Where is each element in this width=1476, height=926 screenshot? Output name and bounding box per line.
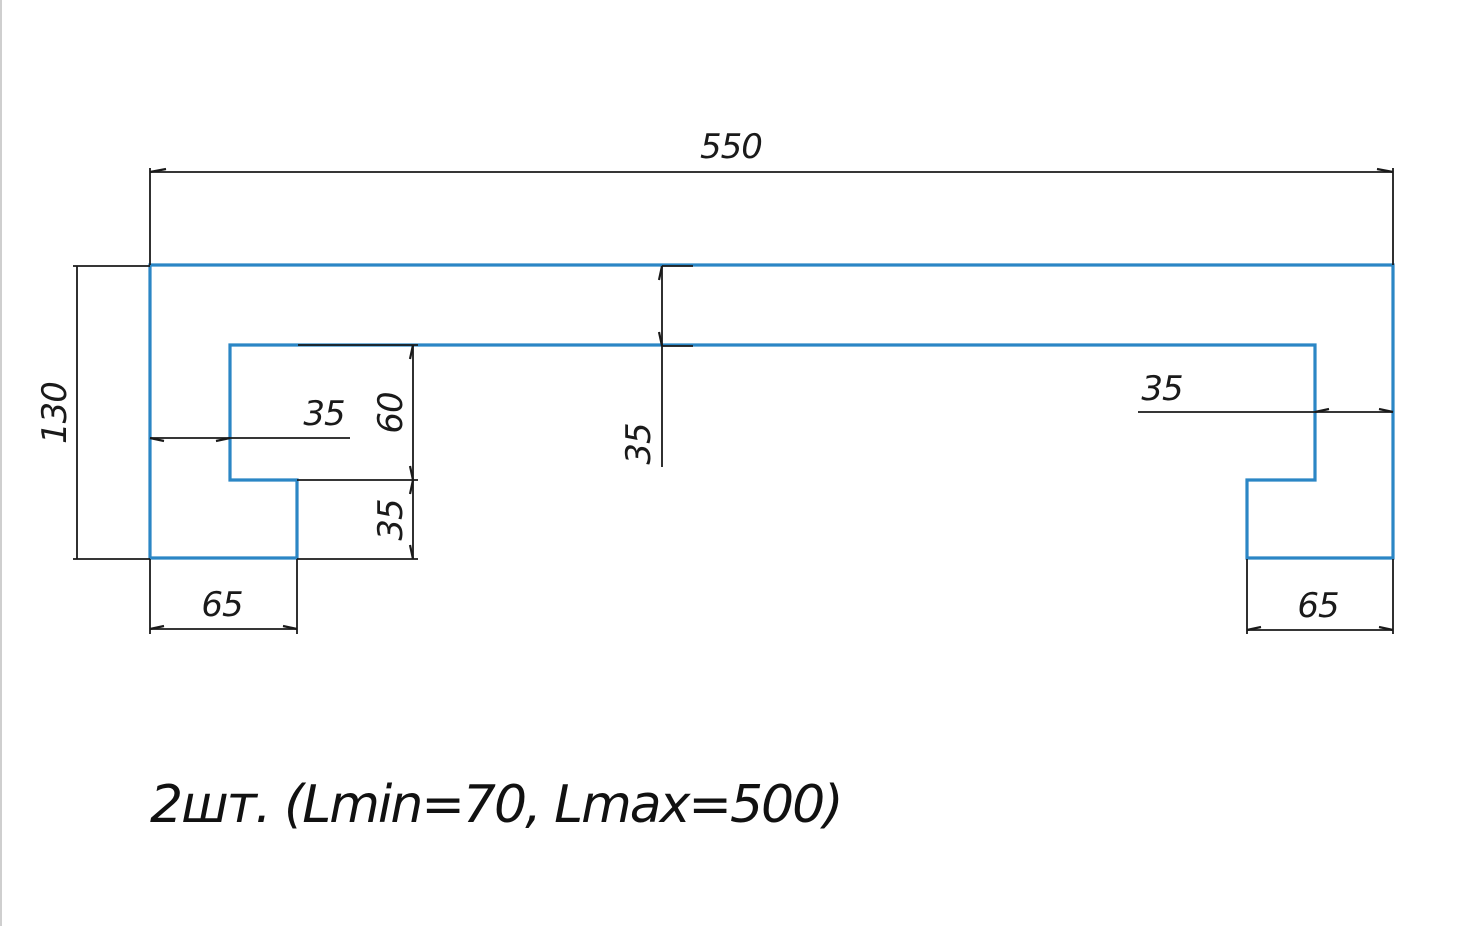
dim-label-left-foot-width: 65 bbox=[201, 585, 242, 625]
dim-label-left-foot-height: 35 bbox=[371, 499, 411, 540]
dim-label-right-inner-offset: 35 bbox=[1141, 369, 1182, 409]
arrow-mid-down bbox=[408, 479, 415, 495]
dim-right-foot-width: 65 bbox=[1246, 559, 1394, 634]
arrow-left bbox=[1314, 407, 1330, 414]
page-left-edge bbox=[0, 0, 2, 926]
arrow-bottom bbox=[408, 544, 415, 560]
arrow-bottom bbox=[657, 331, 664, 347]
arrow-left bbox=[149, 436, 165, 443]
arrow-top bbox=[657, 265, 664, 281]
dim-center-thickness: 35 bbox=[619, 265, 693, 467]
arrow-right bbox=[1376, 167, 1394, 174]
dim-label-overall-height: 130 bbox=[35, 382, 75, 444]
dim-label-right-foot-width: 65 bbox=[1297, 586, 1338, 626]
dim-label-overall-length: 550 bbox=[700, 127, 762, 167]
arrow-top bbox=[408, 344, 415, 360]
dim-overall-height: 130 bbox=[35, 265, 150, 560]
arrow-right bbox=[1378, 625, 1394, 632]
arrow-left bbox=[1246, 625, 1262, 632]
dim-left-foot-width: 65 bbox=[149, 559, 298, 634]
arrow-left bbox=[149, 167, 167, 174]
arrow-left bbox=[149, 624, 165, 631]
dim-label-left-inner-offset: 35 bbox=[303, 394, 344, 434]
arrow-mid-up bbox=[408, 465, 415, 481]
dim-left-vertical-chain: 60 35 bbox=[297, 344, 418, 560]
arrow-right bbox=[282, 624, 298, 631]
dim-left-inner-offset: 35 bbox=[149, 394, 350, 443]
dim-overall-length: 550 bbox=[149, 127, 1394, 265]
dim-right-inner-offset: 35 bbox=[1138, 369, 1394, 414]
arrow-right bbox=[215, 436, 231, 443]
part-outline bbox=[148, 263, 1395, 560]
dim-label-left-inner-height: 60 bbox=[371, 392, 411, 433]
quantity-note: 2шт. (Lmin=70, Lmax=500) bbox=[150, 775, 842, 835]
arrow-right bbox=[1378, 407, 1394, 414]
dim-label-center-thickness: 35 bbox=[619, 423, 659, 464]
